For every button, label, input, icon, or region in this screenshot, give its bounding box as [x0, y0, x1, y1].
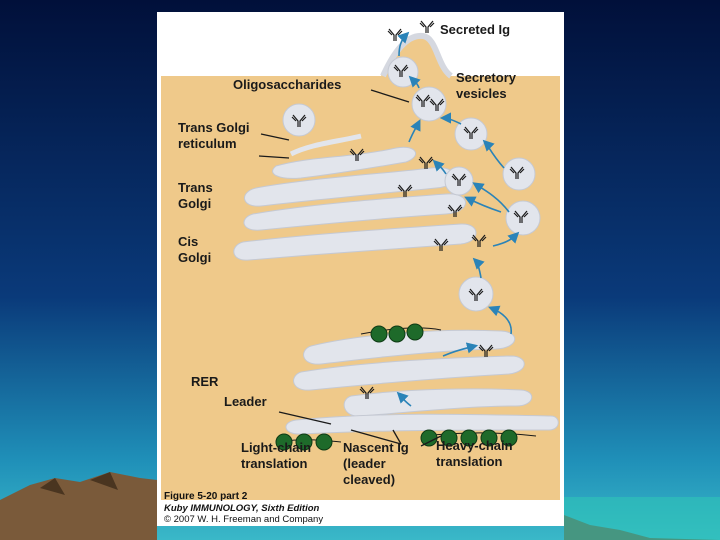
caption-figure-number: Figure 5-20 part 2	[164, 491, 323, 503]
caption-copyright: © 2007 W. H. Freeman and Company	[164, 514, 323, 526]
caption-book-title: Kuby IMMUNOLOGY, Sixth Edition	[164, 503, 323, 515]
label-secretory-vesicles: Secretory vesicles	[456, 70, 516, 102]
label-heavy-chain: Heavy-chain translation	[436, 438, 513, 470]
label-secreted-ig: Secreted Ig	[440, 22, 510, 38]
figure-panel: Secreted Ig Oligosaccharides Secretory v…	[157, 12, 564, 526]
label-nascent-ig: Nascent Ig (leader cleaved)	[343, 440, 409, 488]
label-trans-golgi-reticulum: Trans Golgi reticulum	[178, 120, 250, 152]
label-cis-golgi: Cis Golgi	[178, 234, 211, 266]
label-rer: RER	[191, 374, 218, 390]
label-oligosaccharides: Oligosaccharides	[233, 77, 341, 93]
label-trans-golgi: Trans Golgi	[178, 180, 213, 212]
figure-caption: Figure 5-20 part 2 Kuby IMMUNOLOGY, Sixt…	[164, 491, 323, 526]
label-leader: Leader	[224, 394, 267, 410]
label-light-chain: Light-chain translation	[241, 440, 311, 472]
